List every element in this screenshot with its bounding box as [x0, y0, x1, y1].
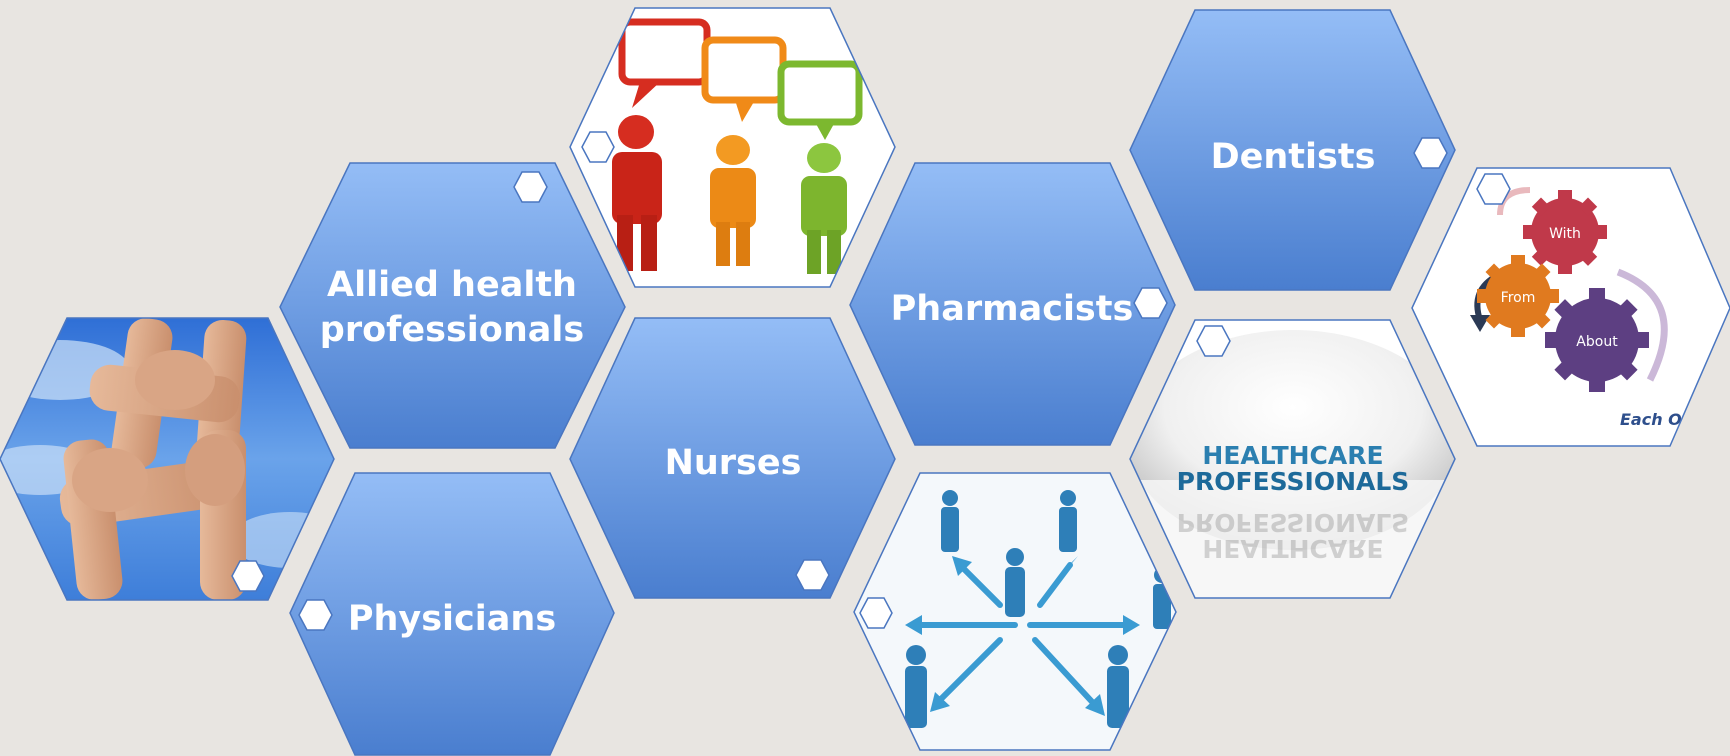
gear-with-label: With: [1549, 226, 1581, 242]
gears-image-hexagon: With From: [1411, 167, 1730, 447]
pharmacists-hexagon: Pharmacists: [849, 162, 1176, 446]
small-hex-marker: [1133, 287, 1168, 319]
nurses-hexagon: Nurses: [569, 317, 896, 599]
healthcare-text-line1: HEALTHCARE: [1202, 441, 1383, 470]
gear-about-icon: About: [1545, 288, 1649, 392]
small-hex-marker: [298, 599, 333, 631]
allied-health-label-line2: professionals: [320, 310, 584, 350]
hands-image-hexagon: [0, 317, 335, 601]
svg-text:PROFESSIONALS: PROFESSIONALS: [1177, 508, 1410, 537]
gear-with-icon: With: [1523, 190, 1607, 274]
each-other-caption: Each O: [1620, 410, 1682, 429]
small-hex-marker: [231, 560, 265, 592]
puzzle-people-image-hexagon: [569, 7, 896, 288]
small-hex-marker: [581, 131, 615, 163]
gear-from-label: From: [1501, 290, 1536, 306]
svg-text:HEALTHCARE: HEALTHCARE: [1202, 534, 1383, 563]
healthcare-professionals-image-hexagon: HEALTHCARE PROFESSIONALS PROFESSIONALS H…: [1129, 319, 1456, 599]
small-hex-marker: [859, 597, 893, 629]
dentists-label: Dentists: [1211, 137, 1376, 177]
network-people-image-hexagon: [853, 472, 1177, 751]
pharmacists-label: Pharmacists: [891, 289, 1134, 329]
small-hex-marker: [1196, 325, 1231, 357]
physicians-hexagon: Physicians: [289, 472, 615, 756]
allied-health-hexagon: Allied health professionals: [279, 162, 626, 449]
gear-about-label: About: [1576, 334, 1618, 350]
small-hex-marker: [795, 559, 830, 591]
allied-health-label-line1: Allied health: [327, 265, 577, 305]
small-hex-marker: [1476, 173, 1511, 205]
small-hex-marker: [1413, 137, 1448, 169]
dentists-hexagon: Dentists: [1129, 9, 1456, 291]
nurses-label: Nurses: [665, 443, 802, 483]
physicians-label: Physicians: [348, 599, 556, 639]
healthcare-text-line2: PROFESSIONALS: [1177, 467, 1410, 496]
small-hex-marker: [513, 171, 548, 203]
